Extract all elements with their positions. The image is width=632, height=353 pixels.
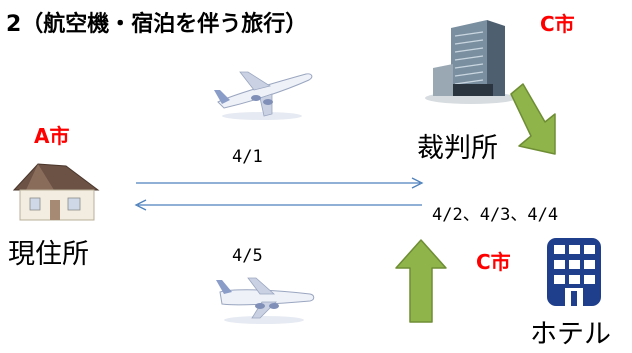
origin-city-label: A市 <box>34 124 70 148</box>
diagram-title: 2（航空機・宿泊を伴う旅行） <box>6 12 308 37</box>
outbound-route-arrow <box>136 177 424 189</box>
office-building-icon <box>425 20 517 104</box>
court-label: 裁判所 <box>417 133 498 164</box>
route-arrows <box>134 177 424 211</box>
green-arrow-down-icon <box>510 83 556 155</box>
return-route-arrow <box>134 199 422 211</box>
hotel-city-label: C市 <box>476 250 511 274</box>
court-city-label: C市 <box>540 12 575 36</box>
return-date: 4/5 <box>232 246 263 266</box>
origin-label: 現住所 <box>8 239 89 270</box>
hotel-label: ホテル <box>530 319 611 350</box>
airplane-icon <box>214 71 313 120</box>
hotel-building-icon <box>547 238 601 306</box>
airplane-icon <box>216 277 315 324</box>
green-arrow-up-icon <box>395 239 447 323</box>
stay-dates: 4/2、4/3、4/4 <box>432 205 559 225</box>
outbound-date: 4/1 <box>232 147 263 167</box>
house-icon <box>12 163 100 221</box>
